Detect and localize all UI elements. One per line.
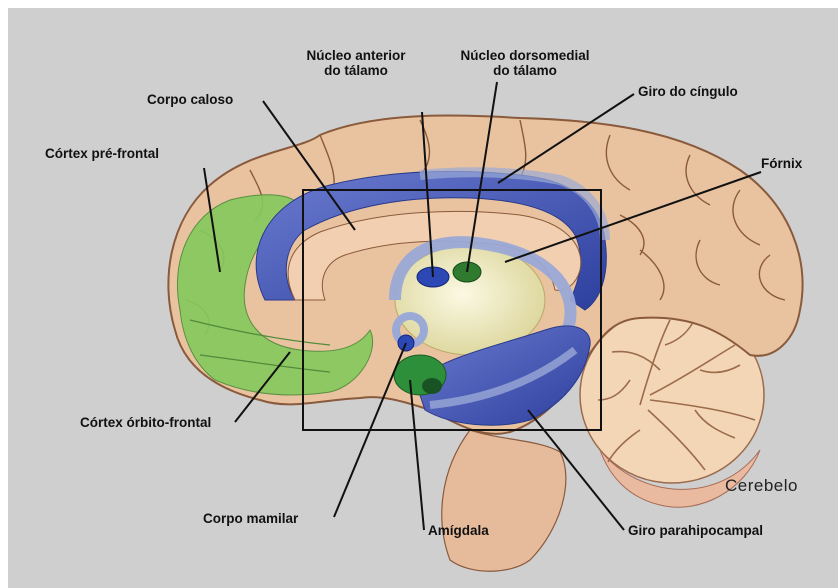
label-nucleo-anterior-line2: do tálamo xyxy=(306,63,405,78)
label-amigdala: Amígdala xyxy=(428,523,489,538)
label-cortex-orbito-frontal: Córtex órbito-frontal xyxy=(80,415,211,430)
label-nucleo-anterior: Núcleo anterior do tálamo xyxy=(306,48,405,78)
label-nucleo-anterior-line1: Núcleo anterior xyxy=(306,48,405,63)
label-corpo-caloso: Corpo caloso xyxy=(147,92,233,107)
label-giro-parahipocampal: Giro parahipocampal xyxy=(628,523,763,538)
label-giro-cingulo: Giro do cíngulo xyxy=(638,84,738,99)
label-corpo-mamilar: Corpo mamilar xyxy=(203,511,298,526)
label-cortex-prefrontal: Córtex pré-frontal xyxy=(45,146,159,161)
label-nucleo-dorsomedial-line1: Núcleo dorsomedial xyxy=(460,48,589,63)
label-cerebelo: Cerebelo xyxy=(725,478,798,493)
brainstem xyxy=(442,430,566,571)
label-fornix: Fórnix xyxy=(761,156,802,171)
label-nucleo-dorsomedial-line2: do tálamo xyxy=(460,63,589,78)
label-nucleo-dorsomedial: Núcleo dorsomedial do tálamo xyxy=(460,48,589,78)
